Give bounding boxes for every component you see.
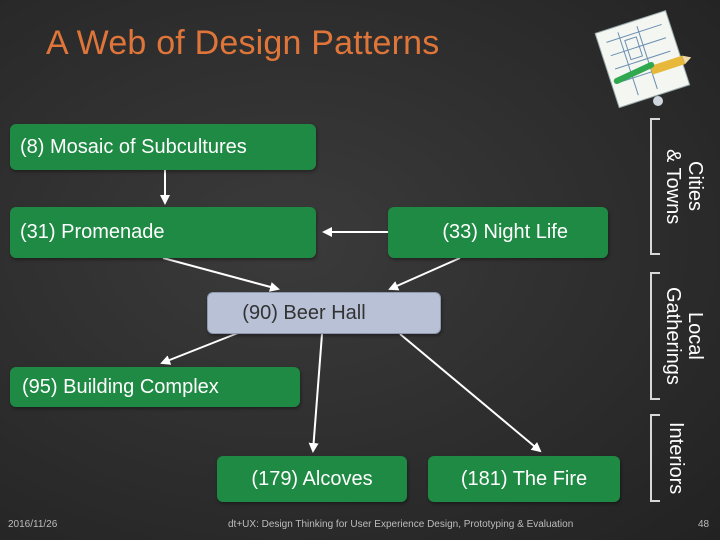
arrow-promenade-to-beerhall	[162, 257, 280, 292]
arrow-beerhall-to-fire	[399, 333, 542, 453]
node-beer-hall: (90) Beer Hall	[207, 292, 441, 334]
node-mosaic-of-subcultures: (8) Mosaic of Subcultures	[10, 124, 316, 170]
node-alcoves: (179) Alcoves	[217, 456, 407, 502]
blueprint-pencil-icon	[594, 9, 692, 109]
node-label: (179) Alcoves	[251, 467, 373, 490]
group-label-local-gatherings: Local Gatherings	[662, 287, 706, 385]
footer-course-title: dt+UX: Design Thinking for User Experien…	[228, 519, 574, 530]
node-label: (181) The Fire	[460, 467, 588, 490]
arrow-nightlife-to-beerhall	[388, 257, 461, 291]
bracket-cities-towns	[650, 118, 660, 255]
slide-title: A Web of Design Patterns	[46, 24, 440, 62]
node-building-complex: (95) Building Complex	[10, 367, 300, 407]
node-label: (31) Promenade	[20, 221, 165, 243]
arrow-beerhall-to-alcoves	[308, 333, 323, 453]
group-label-interiors: Interiors	[665, 421, 687, 495]
group-label-cities-towns: Cities & Towns	[662, 148, 706, 225]
node-label: (95) Building Complex	[22, 375, 219, 398]
footer-date: 2016/11/26	[8, 519, 58, 530]
bracket-interiors	[650, 414, 660, 502]
node-promenade: (31) Promenade	[10, 207, 316, 258]
node-label: (90) Beer Hall	[242, 301, 366, 324]
page-number: 48	[698, 519, 710, 530]
bracket-local-gatherings	[650, 272, 660, 400]
arrow-beerhall-to-complex	[160, 332, 239, 365]
node-the-fire: (181) The Fire	[428, 456, 620, 502]
node-night-life: (33) Night Life	[388, 207, 608, 258]
node-label: (8) Mosaic of Subcultures	[20, 135, 247, 158]
node-label: (33) Night Life	[442, 221, 568, 243]
